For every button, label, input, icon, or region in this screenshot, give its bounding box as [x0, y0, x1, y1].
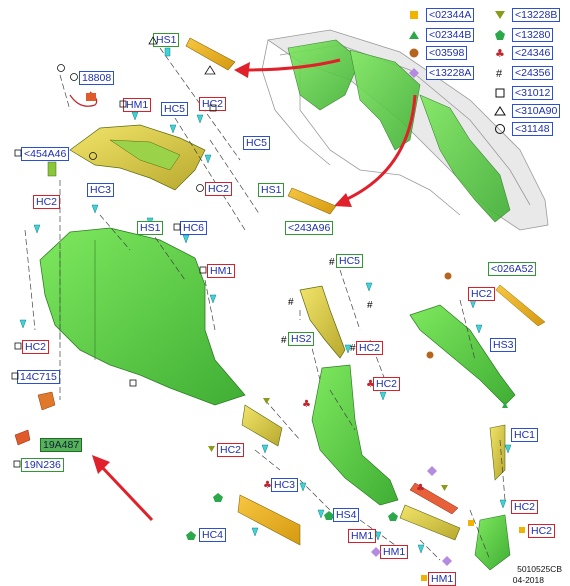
- kick-panel: [474, 514, 511, 571]
- callout-hc2-e[interactable]: HC2: [356, 341, 384, 355]
- triangle-outline-icon: [494, 106, 506, 116]
- callout-hs4[interactable]: HS4: [333, 508, 360, 522]
- callout-hs1-c[interactable]: HS1: [137, 221, 164, 235]
- callout-hc2-d[interactable]: HC2: [22, 340, 50, 354]
- legend-code-6: <13228A: [426, 66, 475, 80]
- callout-hs2[interactable]: HS2: [288, 332, 315, 346]
- callout-hs1-top[interactable]: HS1: [153, 33, 180, 47]
- callout-hm1-e[interactable]: HM1: [428, 572, 457, 586]
- large-quarter-trim-panel: [39, 227, 246, 406]
- red-arrow-b: [344, 94, 417, 202]
- callout-hm1-c[interactable]: HM1: [348, 529, 377, 543]
- club-filled-icon: ♣: [495, 47, 505, 59]
- callout-454a46[interactable]: <454A46: [21, 147, 70, 161]
- rear-pillar-strip: [409, 304, 516, 406]
- legend-code-2: <02344B: [426, 28, 475, 42]
- a-pillar-lower: [489, 424, 506, 481]
- red-arrow-a-head: [234, 62, 250, 78]
- orange-bracket-a: [409, 482, 459, 515]
- callout-hs3[interactable]: HS3: [490, 338, 517, 352]
- callout-hc2-j[interactable]: HC2: [528, 524, 556, 538]
- callout-18808[interactable]: 18808: [79, 71, 115, 85]
- callout-026a52[interactable]: <026A52: [488, 262, 537, 276]
- red-arrow-b-head: [334, 193, 352, 207]
- legend-code-4: <03598: [426, 46, 468, 60]
- red-arrow-a: [244, 58, 341, 72]
- callout-19a487[interactable]: 19A487: [40, 438, 83, 452]
- b-pillar-lower-trim: [311, 364, 399, 506]
- callout-hc2-h[interactable]: HC2: [217, 443, 245, 457]
- footer-code: 5010525CB: [517, 564, 562, 574]
- callout-hc5-a[interactable]: HC5: [161, 102, 189, 116]
- sill-trim-front: [241, 404, 283, 447]
- trim-strip-top: [185, 37, 236, 71]
- callout-hc2-c[interactable]: HC2: [33, 195, 61, 209]
- connector-18808: [86, 93, 96, 101]
- square-filled-icon: [410, 11, 418, 19]
- circle-filled-icon: [409, 48, 419, 58]
- module-19a487: [14, 429, 31, 446]
- svg-text:#: #: [496, 68, 503, 79]
- trim-strip-mid: [287, 187, 337, 215]
- legend-code-3: <13280: [512, 28, 554, 42]
- red-arrow-c: [98, 463, 154, 522]
- legend-code-8: <31012: [512, 86, 554, 100]
- callout-hm1-a[interactable]: HM1: [123, 98, 152, 112]
- diamond-filled-icon: [409, 68, 419, 78]
- legend-code-7: <24356: [512, 66, 554, 80]
- legend-code-5: <24346: [512, 46, 554, 60]
- callout-hs1-b[interactable]: HS1: [258, 183, 285, 197]
- triangle-down-filled-icon: [495, 11, 505, 19]
- callout-14c715[interactable]: 14C715: [17, 370, 60, 384]
- legend-code-10: <31148: [512, 122, 553, 136]
- callout-hc1[interactable]: HC1: [511, 428, 539, 442]
- svg-text:♣: ♣: [495, 47, 505, 59]
- callout-hc2-b[interactable]: HC2: [205, 182, 233, 196]
- c-pillar-trim: [299, 285, 346, 359]
- callout-hc2-a[interactable]: HC2: [199, 97, 227, 111]
- callout-hm1-b[interactable]: HM1: [207, 264, 236, 278]
- callout-19n236[interactable]: 19N236: [21, 458, 64, 472]
- sill-trim-mid: [399, 504, 461, 541]
- callout-hc6[interactable]: HC6: [180, 221, 208, 235]
- callout-hc5-b[interactable]: HC5: [243, 136, 271, 150]
- callout-hc2-i[interactable]: HC2: [511, 500, 539, 514]
- upper-quarter-trim-inner: [109, 139, 181, 171]
- footer-date: 04-2018: [512, 575, 544, 585]
- callout-243a96[interactable]: <243A96: [285, 221, 334, 235]
- callout-hm1-d[interactable]: HM1: [380, 545, 409, 559]
- legend-code-0: <02344A: [426, 8, 475, 22]
- callout-hc5-c[interactable]: HC5: [336, 254, 364, 268]
- clip-fasteners: [19, 47, 512, 554]
- callout-hc3-b[interactable]: HC3: [271, 478, 299, 492]
- sill-trim-long: [237, 494, 301, 546]
- hash-icon: #: [496, 68, 503, 79]
- callout-hc2-f[interactable]: HC2: [468, 287, 496, 301]
- module-14c715: [37, 391, 56, 411]
- callout-hc4[interactable]: HC4: [199, 528, 227, 542]
- square-outline-icon: [495, 88, 505, 98]
- pentagon-filled-icon: [495, 30, 505, 40]
- legend-code-9: <310A90: [512, 104, 561, 118]
- triangle-up-filled-icon: [409, 31, 419, 39]
- circle-outline-icon: [495, 124, 505, 134]
- callout-hc3-a[interactable]: HC3: [87, 183, 115, 197]
- vehicle-body-green-panels: [287, 39, 511, 223]
- orange-strip-right: [495, 284, 546, 327]
- red-arrow-c-head: [92, 455, 110, 474]
- callout-hc2-g[interactable]: HC2: [373, 377, 401, 391]
- legend-code-1: <13228B: [512, 8, 561, 22]
- bracket-454a46: [47, 161, 57, 177]
